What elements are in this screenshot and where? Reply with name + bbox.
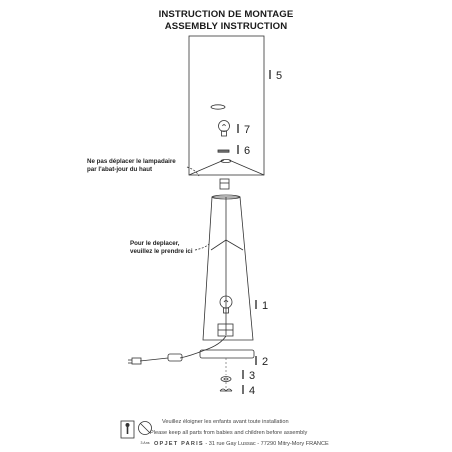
age-badge-text: 3 Ans xyxy=(141,441,150,445)
brand-address: - 31 rue Gay Lussac - 77290 Mitry-Mory F… xyxy=(203,441,329,447)
shade-note-line1: Ne pas déplacer le lampadaire xyxy=(87,158,176,165)
bulb-base-icon xyxy=(219,295,233,314)
part-number-3: 3 xyxy=(249,370,255,382)
footer-address: OPJET PARIS - 31 rue Gay Lussac - 77290 … xyxy=(154,441,329,447)
base-plate xyxy=(199,349,255,359)
child-warning-icon xyxy=(120,420,135,439)
part-number-2: 2 xyxy=(262,356,268,368)
title-english: ASSEMBLY INSTRUCTION xyxy=(164,21,288,32)
part-number-5: 5 xyxy=(276,70,282,82)
base-body xyxy=(202,196,254,341)
part-number-7: 7 xyxy=(244,124,250,136)
shade-cone-right xyxy=(228,159,265,176)
plug-icon xyxy=(131,357,142,365)
shade-note-line2: par l'abat-jour du haut xyxy=(87,166,152,173)
shade-cone-left xyxy=(188,159,225,176)
brand-name: OPJET PARIS xyxy=(154,441,204,447)
body-note-pointer xyxy=(194,243,210,251)
age-warning-icon xyxy=(138,421,152,435)
part-number-1: 1 xyxy=(262,300,268,312)
bulb-top-icon xyxy=(218,120,230,137)
part-number-6: 6 xyxy=(244,145,250,157)
lamp-shade xyxy=(188,35,265,176)
switch-icon xyxy=(167,353,183,362)
shade-top-ring xyxy=(210,104,226,110)
body-note-line1: Pour le deplacer, xyxy=(130,240,180,247)
footer-warning-en: Please keep all parts from babies and ch… xyxy=(150,430,308,436)
top-connector-icon xyxy=(219,178,230,190)
body-note-line2: veuillez le prendre ici xyxy=(130,248,193,255)
shade-socket xyxy=(220,158,232,163)
title-french: INSTRUCTION DE MONTAGE xyxy=(158,9,294,20)
shade-ring-icon xyxy=(217,149,230,153)
shade-note-pointer xyxy=(186,166,200,177)
washer-icon xyxy=(220,376,232,382)
footer-warning-fr: Veuillez éloigner les enfants avant tout… xyxy=(162,419,289,425)
part-number-4: 4 xyxy=(249,385,255,397)
